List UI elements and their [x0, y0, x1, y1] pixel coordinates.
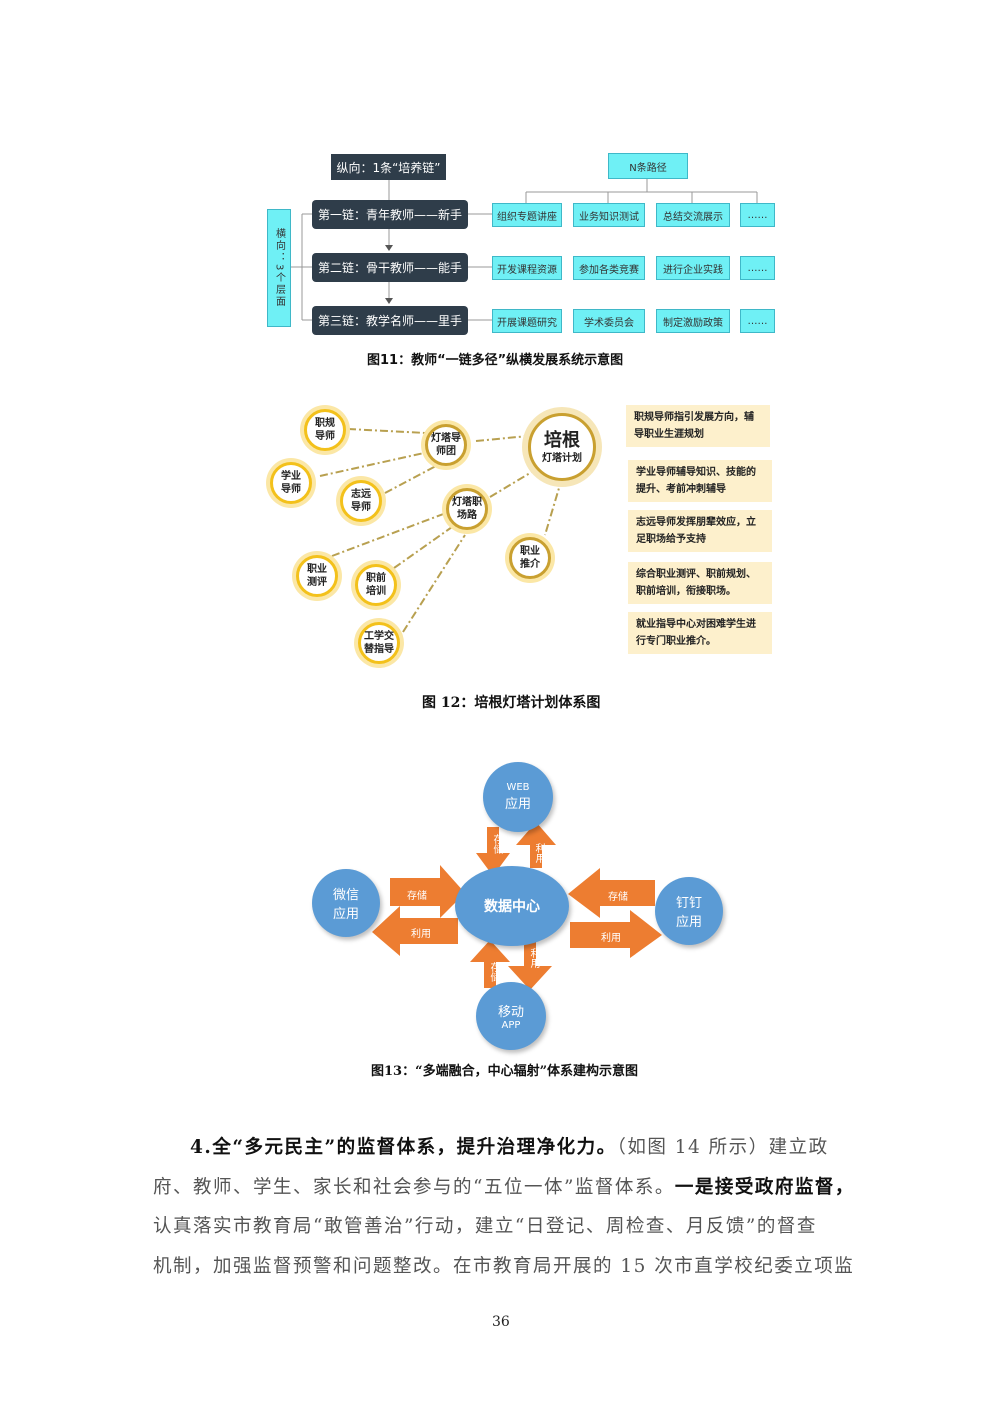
- path-box: 进行企业实践: [656, 256, 730, 280]
- center-subtitle: 灯塔计划: [542, 452, 582, 464]
- arrow-mobile-use: [508, 940, 552, 990]
- note-4: 综合职业测评、职前规划、职前培训，衔接职场。: [628, 562, 772, 604]
- arrow-wechat-store: [390, 865, 465, 918]
- arrow-web-use: [516, 822, 556, 868]
- label-store: 存储: [491, 834, 502, 854]
- paragraph-line-3: 认真落实市教育局“敢管善治”行动，建立“日登记、周检查、月反馈”的督查: [153, 1216, 817, 1237]
- path-box: 学术委员会: [573, 309, 645, 333]
- path-box: 业务知识测试: [573, 203, 645, 227]
- paragraph-line-1: 4.全“多元民主”的监督体系，提升治理净化力。（如图 14 所示）建立政: [190, 1133, 850, 1159]
- fig11-connectors: [290, 177, 758, 321]
- chain-1: 第一链：青年教师——新手: [312, 200, 468, 229]
- node-zhiyuan-mentor: 志远导师: [340, 480, 382, 522]
- web-label: WEB: [506, 782, 530, 793]
- chain-2: 第二链：骨干教师——能手: [312, 253, 468, 282]
- vertical-chain-title: 纵向：1条“培养链”: [331, 154, 446, 180]
- wechat-app-node: 微信应用: [312, 869, 380, 937]
- path-box: 组织专题讲座: [492, 203, 562, 227]
- path-box: ……: [740, 256, 775, 280]
- path-box: 开展课题研究: [492, 309, 562, 333]
- label-store: 存储: [488, 962, 499, 982]
- note-1: 职规导师指引发展方向，辅导职业生涯规划: [626, 405, 770, 447]
- figure-12-caption: 图 12：培根灯塔计划体系图: [422, 695, 601, 711]
- arrow-web-store: [476, 827, 510, 876]
- label-use: 利用: [528, 948, 539, 968]
- figure-13-caption: 图13：“多端融合，中心辐射”体系建构示意图: [371, 1064, 639, 1079]
- arrow-dingding-store: [568, 868, 655, 918]
- dingding-app-label: 应用: [675, 915, 702, 930]
- wechat-app-label: 应用: [332, 907, 359, 922]
- section-heading: 4.全“多元民主”的监督体系，提升治理净化力。: [190, 1137, 617, 1158]
- data-center: 数据中心: [455, 866, 569, 946]
- node-job-referral: 职业推介: [509, 537, 551, 579]
- paths-title: N条路径: [608, 153, 688, 179]
- bold-text: 一是接受政府监督，: [674, 1177, 855, 1198]
- node-mentor-team: 灯塔导师团: [425, 424, 467, 466]
- center-node: 培根灯塔计划: [528, 413, 596, 481]
- node-work-study-guidance: 工学交替指导: [358, 622, 400, 664]
- path-box: 制定激励政策: [656, 309, 730, 333]
- note-3: 志远导师发挥朋辈效应，立足职场给予支持: [628, 510, 772, 552]
- node-academic-mentor: 学业导师: [270, 462, 312, 504]
- arrow-dingding-use: [570, 910, 662, 958]
- note-2: 学业导师辅导知识、技能的提升、考前冲刺辅导: [628, 460, 772, 502]
- label-use: 利用: [533, 843, 544, 863]
- fig12-connectors: [319, 428, 563, 633]
- paragraph-line-4: 机制，加强监督预警和问题整改。在市教育局开展的 15 次市直学校纪委立项监: [153, 1256, 855, 1277]
- text: 府、教师、学生、家长和社会参与的“五位一体”监督体系。: [153, 1177, 675, 1198]
- mobile-label: 移动: [497, 1005, 524, 1020]
- paragraph-line-2: 府、教师、学生、家长和社会参与的“五位一体”监督体系。一是接受政府监督，: [153, 1173, 853, 1199]
- wechat-label: 微信: [332, 888, 359, 903]
- label-use: 利用: [601, 933, 621, 944]
- arrow-mobile-store: [470, 940, 510, 988]
- path-box: ……: [740, 203, 775, 227]
- node-career-mentor: 职规导师: [304, 409, 346, 451]
- path-box: 开发课程资源: [492, 256, 562, 280]
- label-use: 利用: [411, 929, 431, 940]
- path-box: ……: [740, 309, 775, 333]
- page-number: 36: [492, 1314, 510, 1330]
- node-career-assessment: 职业测评: [296, 555, 338, 597]
- center-title: 培根: [544, 429, 580, 451]
- note-5: 就业指导中心对困难学生进行专门职业推介。: [628, 612, 772, 654]
- label-store: 存储: [608, 892, 628, 903]
- chain-3: 第三链：教学名师——里手: [312, 306, 468, 335]
- web-app-node: WEB 应用: [483, 762, 553, 832]
- node-career-path: 灯塔职场路: [446, 488, 488, 530]
- figure-11-caption: 图11：教师“一链多径”纵横发展系统示意图: [367, 353, 624, 368]
- arrow-wechat-use: [372, 906, 458, 956]
- web-app-label: 应用: [504, 797, 531, 812]
- mobile-app-label: APP: [501, 1020, 521, 1031]
- horizontal-levels-label: 横向：3个层面: [267, 209, 291, 327]
- fig13-arrows: [372, 822, 662, 990]
- path-box: 总结交流展示: [656, 203, 730, 227]
- text: （如图 14 所示）建立政: [616, 1137, 829, 1158]
- label-store: 存储: [407, 891, 427, 902]
- dingding-label: 钉钉: [675, 896, 702, 911]
- path-box: 参加各类竞赛: [573, 256, 645, 280]
- node-pre-job-training: 职前培训: [355, 564, 397, 606]
- dingding-app-node: 钉钉应用: [655, 877, 723, 945]
